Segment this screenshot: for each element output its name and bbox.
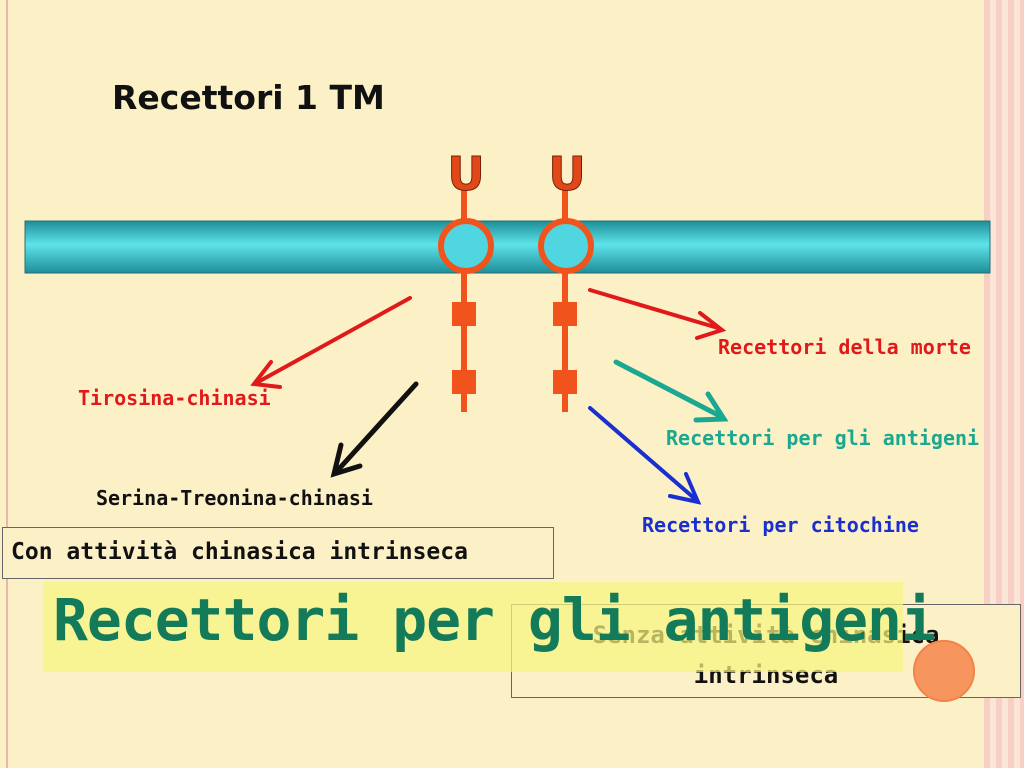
cell-membrane <box>24 220 991 274</box>
label-death-receptors: Recettori della morte <box>718 335 971 359</box>
kinase-activity-text: Con attività chinasica intrinseca <box>11 539 468 565</box>
label-tyrosine-kinase: Tirosina-chinasi <box>78 386 271 410</box>
orange-circle-icon <box>913 640 975 702</box>
overlay-banner-text: Recettori per gli antigeni <box>53 586 936 654</box>
receptor-right <box>538 190 594 412</box>
slide-title: Recettori 1 TM <box>112 78 385 117</box>
left-border-line <box>6 0 8 768</box>
label-cytokine-receptors: Recettori per citochine <box>642 513 919 537</box>
receptor-cap-right: U <box>548 147 585 201</box>
arrow-right-teal <box>613 359 729 423</box>
arrow-left-black <box>330 381 419 478</box>
arrow-right-red <box>588 288 727 340</box>
receptor-cap-left: U <box>447 147 484 201</box>
kinase-activity-box: Con attività chinasica intrinseca <box>2 527 554 579</box>
label-serine-threonine-kinase: Serina-Treonina-chinasi <box>96 486 373 510</box>
arrow-right-blue <box>588 406 702 505</box>
label-antigen-receptors: Recettori per gli antigeni <box>666 426 980 450</box>
overlay-banner: Recettori per gli antigeni <box>43 582 936 672</box>
receptor-left <box>438 190 494 412</box>
arrow-left-red <box>250 296 412 389</box>
